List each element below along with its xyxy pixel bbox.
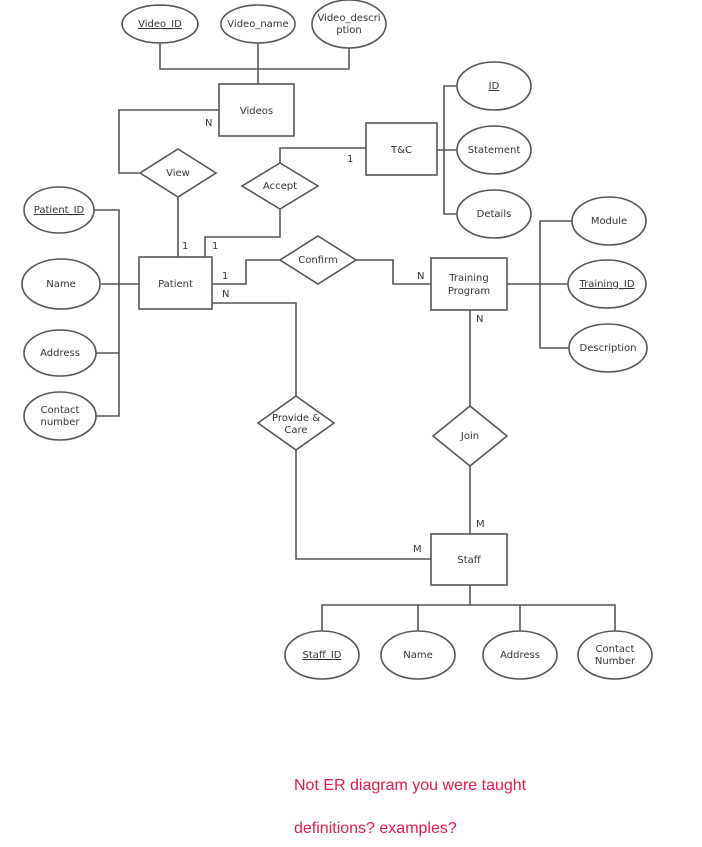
relationship-provide-care: Provide & Care [256, 395, 336, 451]
attribute-statement: Statement [456, 125, 532, 175]
attribute-tc-id-label: ID [489, 81, 500, 92]
entity-training-program: Training Program [430, 257, 508, 311]
entity-staff-label: Staff [457, 555, 481, 566]
attribute-details: Details [456, 189, 532, 239]
relationship-accept: Accept [240, 162, 320, 210]
attribute-patient-name: Name [21, 258, 101, 310]
attribute-video-name-label: Video_name [227, 19, 288, 30]
attribute-staff-name: Name [380, 630, 456, 680]
attribute-details-label: Details [477, 209, 512, 220]
attribute-patient-address-label: Address [40, 348, 80, 359]
relationship-confirm: Confirm [278, 235, 358, 285]
entity-patient-label: Patient [158, 279, 193, 290]
attribute-video-name: Video_name [220, 4, 296, 44]
relationship-confirm-label: Confirm [298, 255, 337, 266]
entity-tc-label: T&C [390, 145, 412, 156]
attribute-video-description-line1: Video_descri [317, 13, 380, 24]
relationship-join: Join [431, 404, 509, 468]
entity-staff: Staff [430, 533, 508, 586]
cardinality-patient-view: 1 [182, 241, 188, 252]
entity-training-label-line1: Training [448, 273, 488, 284]
cardinality-videos-view: N [205, 118, 212, 129]
attribute-staff-contact: Contact Number [577, 630, 653, 680]
relationship-join-label: Join [460, 431, 479, 442]
attribute-video-id-label: Video_ID [138, 19, 182, 30]
cardinality-patient-confirm: 1 [222, 271, 228, 282]
annotation-note-2: definitions? examples? [294, 820, 457, 837]
attribute-patient-contact-line2: number [40, 417, 80, 428]
attribute-staff-address-label: Address [500, 650, 540, 661]
attribute-patient-address: Address [23, 329, 97, 377]
entity-tc: T&C [365, 122, 438, 176]
relationship-view-label: View [166, 168, 190, 179]
attribute-video-description-line2: ption [336, 25, 362, 36]
entity-patient: Patient [138, 256, 213, 310]
attribute-tc-id: ID [456, 61, 532, 111]
relationship-view: View [138, 148, 218, 198]
entity-training-label-line2: Program [448, 286, 490, 297]
attribute-patient-contact-line1: Contact [41, 405, 80, 416]
attribute-video-description: Video_descri ption [311, 0, 387, 49]
attribute-video-id: Video_ID [121, 4, 199, 44]
cardinality-patient-provide: N [222, 289, 229, 300]
attribute-patient-contact: Contact number [23, 391, 97, 441]
connector-lines [94, 42, 616, 631]
attribute-staff-contact-line2: Number [595, 656, 636, 667]
relationship-accept-label: Accept [263, 181, 297, 192]
attribute-module-label: Module [591, 216, 627, 227]
attribute-staff-id-label: Staff_ID [303, 650, 342, 661]
cardinality-tc-accept: 1 [347, 154, 353, 165]
cardinality-training-join: N [476, 314, 483, 325]
attribute-description-label: Description [580, 343, 637, 354]
attribute-staff-contact-line1: Contact [596, 644, 635, 655]
attribute-staff-address: Address [482, 630, 558, 680]
er-diagram: Videos T&C Patient Training Program Staf… [21, 0, 653, 680]
attribute-staff-name-label: Name [403, 650, 433, 661]
relationship-provide-label-line2: Care [284, 425, 307, 436]
attribute-module: Module [571, 196, 647, 246]
attribute-patient-name-label: Name [46, 279, 76, 290]
relationship-provide-label-line1: Provide & [272, 413, 320, 424]
attribute-staff-id: Staff_ID [284, 630, 360, 680]
attribute-patient-id-label: Patient_ID [34, 205, 85, 216]
attribute-training-id: Training_ID [567, 259, 647, 309]
attribute-description: Description [568, 323, 648, 373]
annotation-note-1: Not ER diagram you were taught [294, 777, 527, 794]
entity-videos: Videos [218, 83, 295, 137]
cardinality-staff-provide: M [413, 544, 422, 555]
cardinality-patient-accept: 1 [212, 241, 218, 252]
cardinality-labels: N 1 1 1 1 N N N M M [182, 118, 485, 555]
attribute-training-id-label: Training_ID [578, 279, 634, 290]
attribute-patient-id: Patient_ID [23, 186, 95, 234]
cardinality-staff-join: M [476, 519, 485, 530]
attribute-statement-label: Statement [468, 145, 521, 156]
cardinality-training-confirm: N [417, 271, 424, 282]
entity-videos-label: Videos [240, 106, 273, 117]
